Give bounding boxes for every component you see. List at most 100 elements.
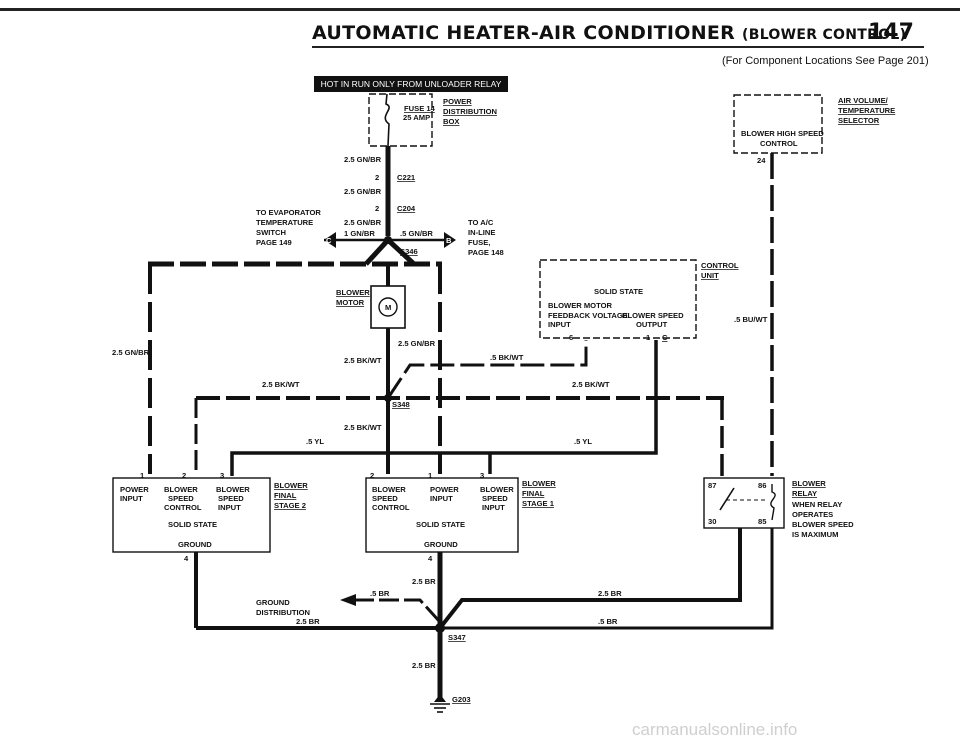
- stage2-l3c: INPUT: [218, 503, 241, 512]
- relay-pin30: 30: [708, 517, 716, 526]
- control-in1: BLOWER MOTOR: [548, 301, 612, 310]
- gnbr-label-2: 2.5 GN/BR: [344, 187, 382, 196]
- s347-splice-dot: [435, 623, 445, 633]
- relay-coil: [770, 484, 776, 521]
- stage1-state: SOLID STATE: [416, 520, 465, 529]
- top-border: [0, 8, 960, 11]
- yl-speed-wire: [230, 340, 658, 476]
- stage2-pin3: 3: [220, 471, 224, 480]
- stage2-name3: STAGE 2: [274, 501, 306, 510]
- motor-symbol: [378, 297, 398, 317]
- stage2-l2c: CONTROL: [164, 503, 202, 512]
- stage1-pin2: 2: [370, 471, 374, 480]
- s346-left-wire: [364, 238, 390, 266]
- g203-terminal: [434, 694, 446, 702]
- control-in3: INPUT: [548, 320, 571, 329]
- control-pin6: 6: [569, 333, 573, 342]
- ac-line2: IN-LINE: [468, 228, 495, 237]
- gnbr-left-label: 2.5 GN/BR: [112, 348, 150, 357]
- relay-note4: IS MAXIMUM: [792, 530, 838, 539]
- s346-label: S346: [400, 247, 418, 256]
- ground-dist-line1: GROUND: [256, 598, 290, 607]
- motor-line2: MOTOR: [336, 298, 365, 307]
- stage1-l2c: CONTROL: [372, 503, 410, 512]
- relay-note2: OPERATES: [792, 510, 833, 519]
- stage1-name2: FINAL: [522, 489, 545, 498]
- control-conn: C: [662, 333, 668, 342]
- stage1-name3: STAGE 1: [522, 499, 555, 508]
- ground-distribution-wire: [354, 598, 442, 624]
- title-main: AUTOMATIC HEATER-AIR CONDITIONER: [312, 22, 736, 44]
- yl-right-label: .5 YL: [574, 437, 592, 446]
- motor-line1: BLOWER: [336, 288, 370, 297]
- stage2-state: SOLID STATE: [168, 520, 217, 529]
- br-05-label-left: .5 BR: [370, 589, 390, 598]
- evap-arrow: [324, 232, 336, 248]
- br-label-left: 2.5 BR: [296, 617, 320, 626]
- power-box-line2: DISTRIBUTION: [443, 107, 497, 116]
- evap-marker: C: [326, 236, 332, 245]
- page-number: 147: [868, 20, 914, 45]
- evap-line4: PAGE 149: [256, 238, 292, 247]
- gnbr-label-1: 2.5 GN/BR: [344, 155, 382, 164]
- control-unit-line2: UNIT: [701, 271, 719, 280]
- component-locations-note: (For Component Locations See Page 201): [722, 55, 929, 67]
- page-title: AUTOMATIC HEATER-AIR CONDITIONER (BLOWER…: [312, 22, 906, 44]
- s346-right-wire: [386, 238, 416, 266]
- s347-label: S347: [448, 633, 466, 642]
- stage2-l3b: SPEED: [218, 494, 244, 503]
- buwt-label: .5 BU/WT: [734, 315, 768, 324]
- ac-line4: PAGE 148: [468, 248, 504, 257]
- stage2-l3a: BLOWER: [216, 485, 250, 494]
- relay-pin86: 86: [758, 481, 766, 490]
- motor-symbol-label: M: [385, 303, 391, 312]
- evap-line3: SWITCH: [256, 228, 286, 237]
- relay-switch-contact: [719, 487, 735, 511]
- selector-line1: AIR VOLUME/: [838, 96, 889, 105]
- gnbr-1-label: 1 GN/BR: [344, 229, 375, 238]
- s348-splice-dot: [384, 394, 392, 402]
- c204-label: C204: [397, 204, 416, 213]
- fuse-rating: 25 AMP: [403, 113, 430, 122]
- evap-line1: TO EVAPORATOR: [256, 208, 321, 217]
- br-label-main: 2.5 BR: [412, 661, 436, 670]
- bkwt-down-label: 2.5 BK/WT: [344, 423, 382, 432]
- ac-line1: TO A/C: [468, 218, 494, 227]
- br-05-label-right: .5 BR: [598, 617, 618, 626]
- stage2-name1: BLOWER: [274, 481, 308, 490]
- control-in2: FEEDBACK VOLTAGE: [548, 311, 628, 320]
- control-pin1: 1: [646, 333, 651, 342]
- power-box-line3: BOX: [443, 117, 459, 126]
- stage2-l2b: SPEED: [168, 494, 194, 503]
- power-box-line1: POWER: [443, 97, 472, 106]
- stage2-box: [112, 477, 271, 553]
- stage1-l1a: POWER: [430, 485, 459, 494]
- bkwt-right-label: 2.5 BK/WT: [572, 380, 610, 389]
- relay-pin87: 87: [708, 481, 716, 490]
- ground-dist-arrow: [340, 594, 356, 606]
- relay-note3: BLOWER SPEED: [792, 520, 854, 529]
- stage1-l3a: BLOWER: [480, 485, 514, 494]
- title-suffix: (BLOWER CONTROL): [742, 27, 907, 43]
- hot-in-run-banner: HOT IN RUN ONLY FROM UNLOADER RELAY: [314, 76, 508, 92]
- selector-line3: SELECTOR: [838, 116, 880, 125]
- control-out2: OUTPUT: [636, 320, 668, 329]
- gnbr-05-label: .5 GN/BR: [400, 229, 433, 238]
- stage1-name1: BLOWER: [522, 479, 556, 488]
- stage1-l2b: SPEED: [372, 494, 398, 503]
- stage1-l3b: SPEED: [482, 494, 508, 503]
- stage2-ground: GROUND: [178, 540, 212, 549]
- relay-pin85: 85: [758, 517, 767, 526]
- br-label-right: 2.5 BR: [598, 589, 622, 598]
- relay-note1: WHEN RELAY: [792, 500, 842, 509]
- relay-name1: BLOWER: [792, 479, 826, 488]
- relay-ground-wire: [438, 528, 742, 630]
- stage1-l3c: INPUT: [482, 503, 505, 512]
- selector-inner2: CONTROL: [760, 139, 798, 148]
- bkwt-left-label: 2.5 BK/WT: [262, 380, 300, 389]
- stage1-ground: GROUND: [424, 540, 458, 549]
- stage1-l2a: BLOWER: [372, 485, 406, 494]
- ac-line3: FUSE,: [468, 238, 490, 247]
- ac-fuse-arrow: [444, 232, 456, 248]
